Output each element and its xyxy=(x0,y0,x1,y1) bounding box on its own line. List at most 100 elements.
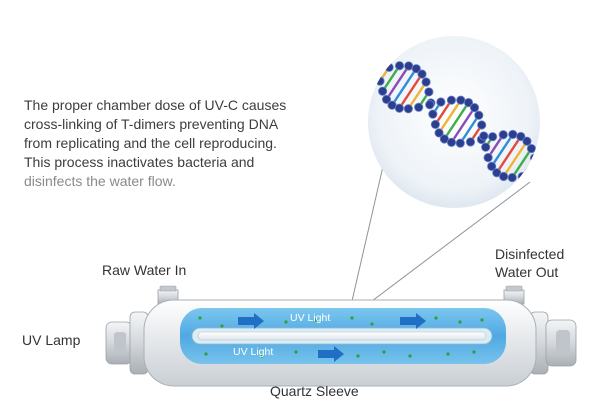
uv-light-label-bottom: UV Light xyxy=(233,346,274,358)
dna-backbone-bead xyxy=(498,130,508,140)
dna-backbone-bead xyxy=(411,64,421,74)
contaminant-dot xyxy=(260,354,264,358)
dna-base-pair xyxy=(438,99,462,134)
uv-lamp-tube xyxy=(197,331,487,341)
uv-lamp-label: UV Lamp xyxy=(22,332,81,348)
dna-base-pair xyxy=(459,114,480,144)
contaminant-dot xyxy=(434,316,438,320)
outlet-port xyxy=(503,285,525,305)
dna-backbone-bead xyxy=(477,120,487,130)
dna-backbone-bead xyxy=(446,95,457,105)
dna-backbone-bead xyxy=(404,61,414,71)
dna-backbone-bead xyxy=(414,102,424,112)
uv-reactor xyxy=(105,285,577,387)
dna-base-pair xyxy=(407,81,428,110)
dna-backbone-bead xyxy=(488,132,498,142)
dna-backbone-bead xyxy=(421,77,431,87)
contaminant-dots xyxy=(198,316,484,358)
contaminant-dot xyxy=(314,318,318,322)
dna-backbone-bead xyxy=(469,103,480,113)
dna-backbone-bead xyxy=(434,128,444,138)
dna-backbone-bead xyxy=(465,137,476,147)
dna-backbone-bead xyxy=(487,161,497,171)
raw-water-in-label: Raw Water In xyxy=(102,262,187,278)
disinfected-label: Disinfected xyxy=(495,246,565,262)
dna-backbone-bead xyxy=(403,104,413,114)
dna-backbone-bead xyxy=(533,175,540,185)
callout-line-left xyxy=(351,161,385,302)
contaminant-dot xyxy=(480,318,484,322)
dna-backbone-bead xyxy=(536,186,540,196)
dna-backbone-bead xyxy=(479,131,489,141)
description-line: from replicating and the cell reproducin… xyxy=(24,135,277,151)
dna-base-pair xyxy=(450,106,476,144)
dna-backbone-bead xyxy=(508,129,518,140)
uv-light-label-top: UV Light xyxy=(290,312,331,324)
dna-backbone-bead xyxy=(430,119,440,130)
dna-backbone-bead xyxy=(381,94,392,105)
dna-backbone-bead xyxy=(516,131,526,142)
contaminant-dot xyxy=(284,320,288,324)
dna-backbone-bead xyxy=(526,143,537,154)
dna-backbone-bead xyxy=(455,138,465,148)
dna-base-pair xyxy=(532,168,538,175)
dna-backbone-bead xyxy=(424,87,434,97)
dna-base-pair xyxy=(385,65,410,101)
dna-backbone-bead xyxy=(394,61,405,71)
dna-backbone-bead xyxy=(456,95,466,105)
dna-base-pair xyxy=(495,135,522,174)
dna-base-pair xyxy=(502,140,528,178)
contaminant-dot xyxy=(220,324,224,328)
dna-base-pair xyxy=(443,101,470,140)
contaminant-dot xyxy=(458,320,462,324)
dna-backbone-bead xyxy=(378,86,388,96)
dna-backbone-bead xyxy=(551,165,559,173)
dna-base-pair xyxy=(391,68,418,106)
quartz-sleeve-label: Quartz Sleeve xyxy=(270,383,359,399)
dna-backbone-bead xyxy=(425,100,435,110)
process-description: The proper chamber dose of UV-C causes c… xyxy=(24,96,344,191)
dna-backbone-bead xyxy=(474,110,484,120)
dna-base-pair xyxy=(511,147,533,179)
contaminant-dot xyxy=(446,352,450,356)
contaminant-dot xyxy=(204,352,208,356)
dna-backbone-bead xyxy=(463,97,474,108)
dna-backbone-bead xyxy=(507,172,517,183)
dna-backbone-bead xyxy=(373,65,383,75)
dna-backbone-bead xyxy=(384,62,394,72)
dna-backbone-bead xyxy=(483,152,493,163)
dna-base-pair xyxy=(434,99,453,126)
contaminant-dot xyxy=(350,316,354,320)
dna-backbone-bead xyxy=(529,153,540,163)
description-line: The proper chamber dose of UV-C causes xyxy=(24,97,287,113)
dna-magnification-bubble xyxy=(368,36,559,208)
dna-backbone-bead xyxy=(446,137,457,147)
dna-backbone-bead xyxy=(436,97,446,107)
dna-backbone-bead xyxy=(394,103,404,113)
contaminant-dot xyxy=(382,350,386,354)
dna-backbone-bead xyxy=(522,136,532,146)
callout-line-right xyxy=(367,181,531,305)
contaminant-dot xyxy=(356,354,360,358)
water-out-label: Water Out xyxy=(495,264,559,280)
dna-backbone-bead xyxy=(528,169,538,179)
contaminant-dot xyxy=(294,350,298,354)
flow-arrow-bottom xyxy=(318,346,344,362)
dna-base-pair xyxy=(537,170,540,181)
dna-backbone-bead xyxy=(517,171,527,182)
contaminant-dot xyxy=(370,322,374,326)
dna-backbone-bead xyxy=(373,65,383,75)
dna-base-pair xyxy=(539,168,540,192)
dna-backbone-bead xyxy=(532,164,540,174)
dna-backbone-bead xyxy=(539,166,540,176)
dna-backbone-bead xyxy=(417,69,427,79)
description-line: This process inactivates bacteria and xyxy=(24,154,255,170)
flow-arrow-top-left xyxy=(238,313,264,329)
dna-backbone-bead xyxy=(499,171,509,182)
dna-backbone-bead xyxy=(481,142,491,152)
contaminant-dot xyxy=(198,316,202,320)
contaminant-dot xyxy=(408,354,412,358)
dna-base-pair xyxy=(381,65,401,92)
description-line: cross-linking of T-dimers preventing DNA xyxy=(24,116,279,132)
